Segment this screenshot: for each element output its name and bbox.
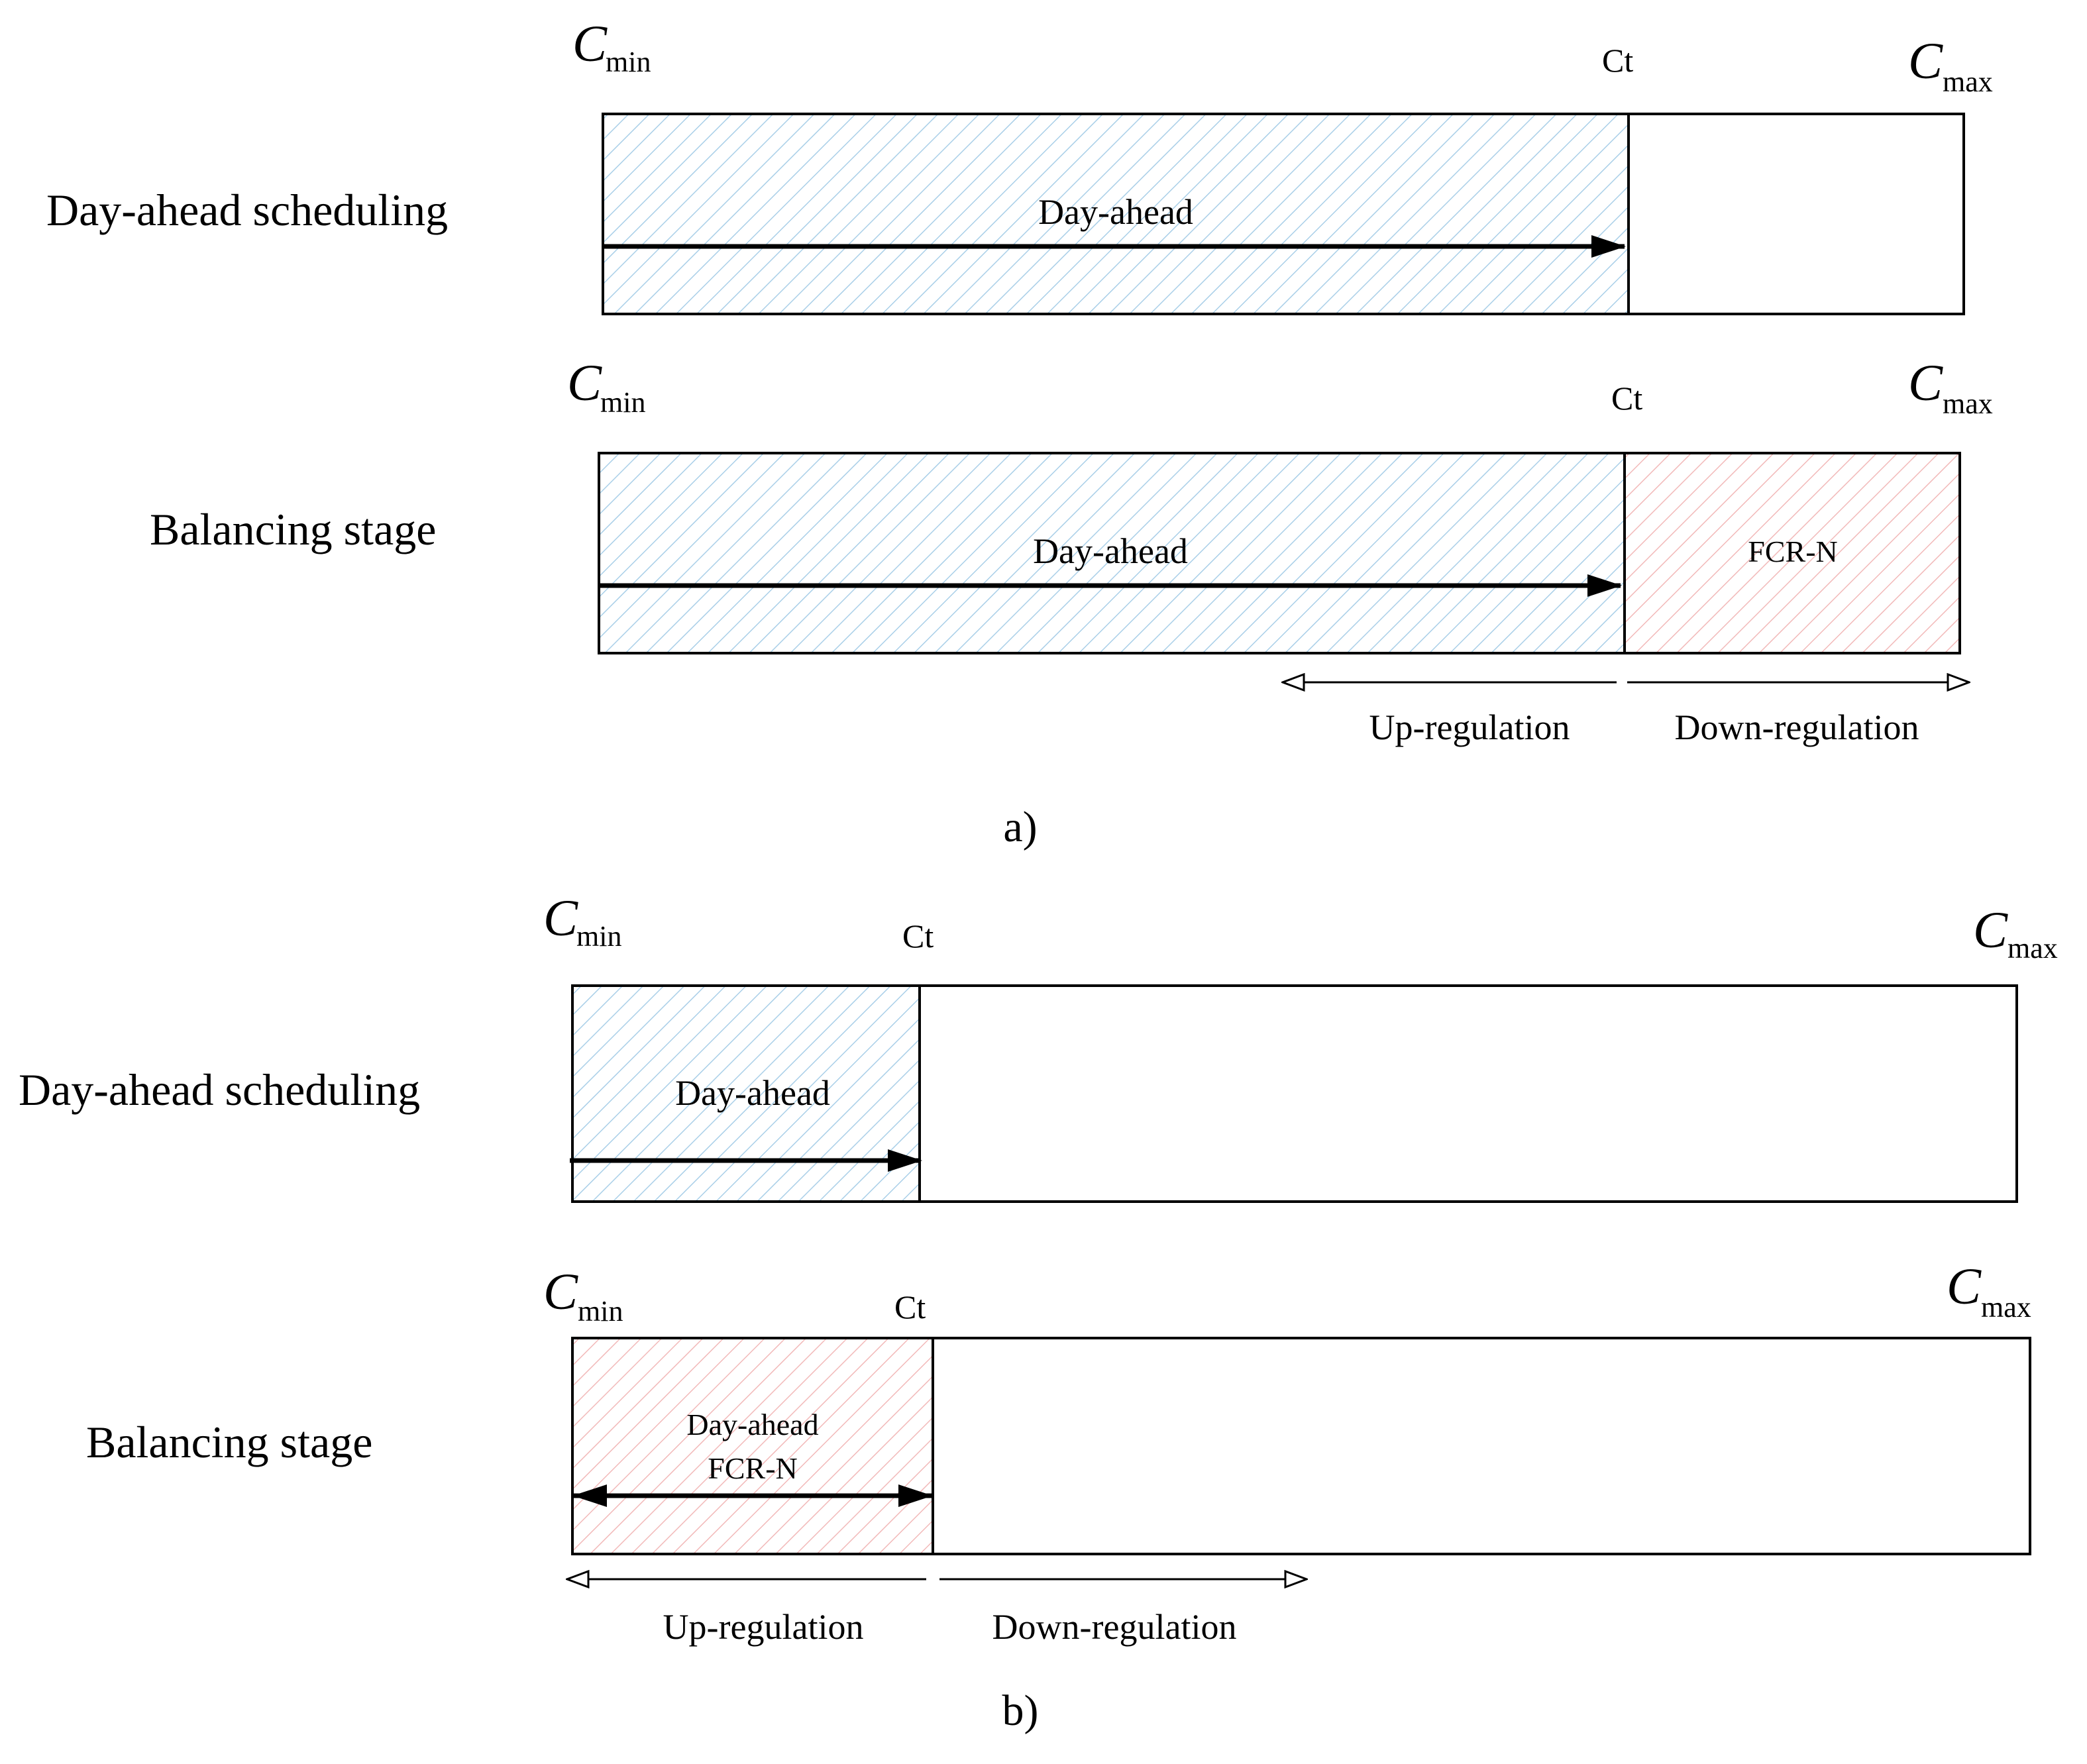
down-regulation-label: Down-regulation — [992, 1607, 1237, 1647]
day-ahead-segment — [598, 452, 1626, 654]
panel-b-balancing-row: Balancing stage C min Ct C max Day-ahead… — [86, 1257, 2031, 1647]
up-regulation-label: Up-regulation — [663, 1607, 864, 1647]
c-max-symbol: C — [1947, 1257, 1982, 1315]
c-max-subscript: max — [2007, 932, 2058, 964]
c-min-symbol: C — [567, 354, 602, 411]
day-ahead-label: Day-ahead — [1038, 192, 1193, 232]
c-max-subscript: max — [1981, 1291, 2031, 1323]
panel-b: Day-ahead scheduling C min Ct C max Day-… — [19, 889, 2058, 1735]
up-regulation-label: Up-regulation — [1369, 707, 1570, 747]
down-regulation-label: Down-regulation — [1675, 707, 1919, 747]
c-max-symbol: C — [1908, 32, 1943, 89]
c-min-symbol: C — [543, 889, 578, 947]
fcr-n-label: FCR-N — [1748, 535, 1837, 568]
panel-b-caption: b) — [1002, 1686, 1039, 1735]
c-min-subscript: min — [600, 386, 645, 419]
day-ahead-label: Day-ahead — [675, 1073, 830, 1113]
panel-a: Day-ahead scheduling C min Ct C max Day-… — [46, 15, 1993, 851]
c-min-symbol: C — [543, 1263, 578, 1320]
unused-capacity-segment — [932, 1337, 2031, 1555]
row-label: Day-ahead scheduling — [46, 185, 448, 235]
row-label: Balancing stage — [86, 1417, 372, 1467]
c-max-subscript: max — [1943, 388, 1993, 420]
ct-marker: Ct — [1602, 42, 1633, 79]
day-ahead-label: Day-ahead — [686, 1408, 818, 1441]
day-ahead-segment — [571, 984, 921, 1203]
ct-marker: Ct — [902, 917, 934, 955]
c-min-subscript: min — [576, 920, 621, 953]
panel-a-caption: a) — [1003, 803, 1037, 851]
fcr-n-segment — [1623, 452, 1961, 654]
c-min-subscript: min — [606, 46, 651, 78]
panel-a-day-ahead-row: Day-ahead scheduling C min Ct C max Day-… — [46, 15, 1993, 315]
c-min-symbol: C — [572, 15, 608, 72]
day-ahead-label: Day-ahead — [1033, 531, 1188, 571]
panel-b-day-ahead-row: Day-ahead scheduling C min Ct C max Day-… — [19, 889, 2058, 1203]
row-label: Balancing stage — [150, 504, 436, 554]
row-label: Day-ahead scheduling — [19, 1064, 420, 1115]
c-max-symbol: C — [1973, 901, 2008, 959]
unused-capacity-segment — [1627, 113, 1965, 315]
fcr-n-label: FCR-N — [708, 1451, 797, 1485]
panel-a-balancing-row: Balancing stage C min Ct C max Day-ahead… — [150, 354, 1993, 747]
c-min-subscript: min — [578, 1295, 623, 1327]
unused-capacity-segment — [918, 984, 2018, 1203]
day-ahead-segment — [602, 113, 1630, 315]
ct-marker: Ct — [1611, 380, 1642, 417]
c-max-subscript: max — [1943, 66, 1993, 98]
ct-marker: Ct — [894, 1288, 926, 1325]
day-ahead-fcr-n-segment — [571, 1337, 934, 1555]
c-max-symbol: C — [1908, 354, 1943, 411]
